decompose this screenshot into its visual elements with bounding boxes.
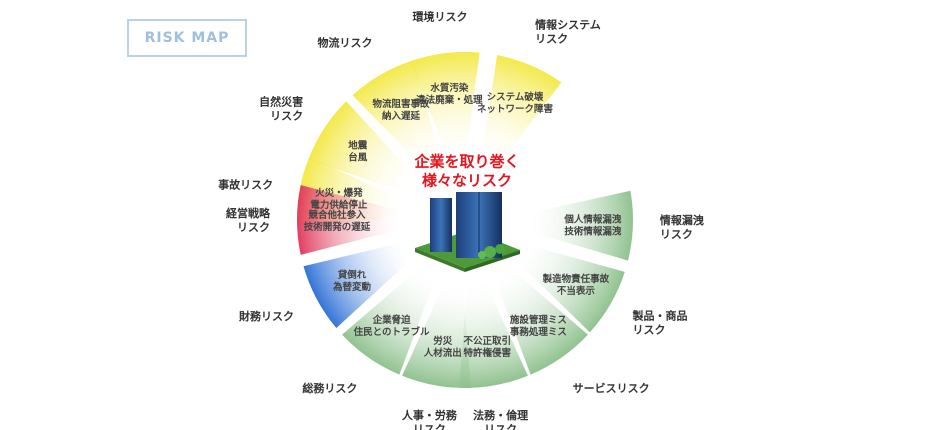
spoke-text-general: 企業脅迫住民とのトラブル bbox=[354, 314, 430, 338]
risk-name-service: サービスリスク bbox=[573, 381, 650, 395]
risk-name-environment: 環境リスク bbox=[413, 10, 468, 24]
spoke-text-service: 施設管理ミス事務処理ミス bbox=[510, 314, 567, 338]
risk-name-logistics: 物流リスク bbox=[318, 36, 373, 50]
spoke-environment bbox=[410, 51, 480, 181]
spoke-finance bbox=[303, 236, 432, 328]
risk-name-finance: 財務リスク bbox=[238, 309, 294, 323]
risk-name-infoleak: 情報漏洩リスク bbox=[660, 213, 704, 241]
spoke-text-hr: 労災人材流出 bbox=[424, 335, 462, 359]
spoke-text-product: 製造物責任事故不当表示 bbox=[542, 273, 610, 297]
risk-name-general: 総務リスク bbox=[302, 381, 357, 395]
spoke-legal bbox=[459, 258, 528, 389]
spoke-text-infosystem: システム破壊ネットワーク障害 bbox=[477, 91, 554, 115]
spoke-hr bbox=[402, 258, 471, 389]
spoke-logistics bbox=[352, 60, 448, 187]
risk-name-natural: 自然災害リスク bbox=[259, 94, 303, 122]
spoke-text-logistics: 物流阻害事故納入遅延 bbox=[372, 98, 430, 122]
risk-name-infosystem: 情報システムリスク bbox=[535, 17, 601, 45]
spoke-text-infoleak: 個人情報漏洩技術情報漏洩 bbox=[563, 214, 622, 238]
spoke-text-environment: 水質汚染違法廃棄・処理 bbox=[416, 82, 483, 106]
spoke-text-natural: 地震台風 bbox=[348, 139, 368, 163]
spoke-product bbox=[498, 237, 625, 333]
risk-map-badge: RISK MAP bbox=[127, 19, 247, 57]
office-buildings-icon bbox=[415, 192, 520, 272]
spoke-natural bbox=[308, 101, 434, 201]
risk-name-strategy: 経営戦略リスク bbox=[226, 206, 271, 234]
risk-name-accident: 事故リスク bbox=[218, 177, 273, 191]
spoke-text-legal: 不公正取引特許権侵害 bbox=[463, 335, 511, 359]
spoke-infosystem bbox=[477, 55, 562, 185]
center-title: 企業を取り巻く様々なリスク bbox=[413, 153, 519, 190]
spoke-service bbox=[485, 251, 588, 375]
spoke-text-strategy: 競合他社参入技術開発の遅延 bbox=[304, 209, 371, 233]
spoke-infoleak bbox=[504, 190, 633, 261]
risk-name-hr: 人事・労務リスク bbox=[402, 408, 458, 430]
spoke-text-finance: 貸倒れ為替変動 bbox=[332, 269, 372, 293]
risk-name-legal: 法務・倫理リスク bbox=[473, 408, 528, 430]
spoke-general bbox=[342, 251, 445, 375]
risk-name-product: 製品・商品リスク bbox=[632, 309, 688, 337]
spoke-text-accident: 火災・爆発電力供給停止 bbox=[310, 187, 368, 211]
badge-label: RISK MAP bbox=[144, 30, 230, 46]
spoke-strategy bbox=[297, 185, 426, 255]
